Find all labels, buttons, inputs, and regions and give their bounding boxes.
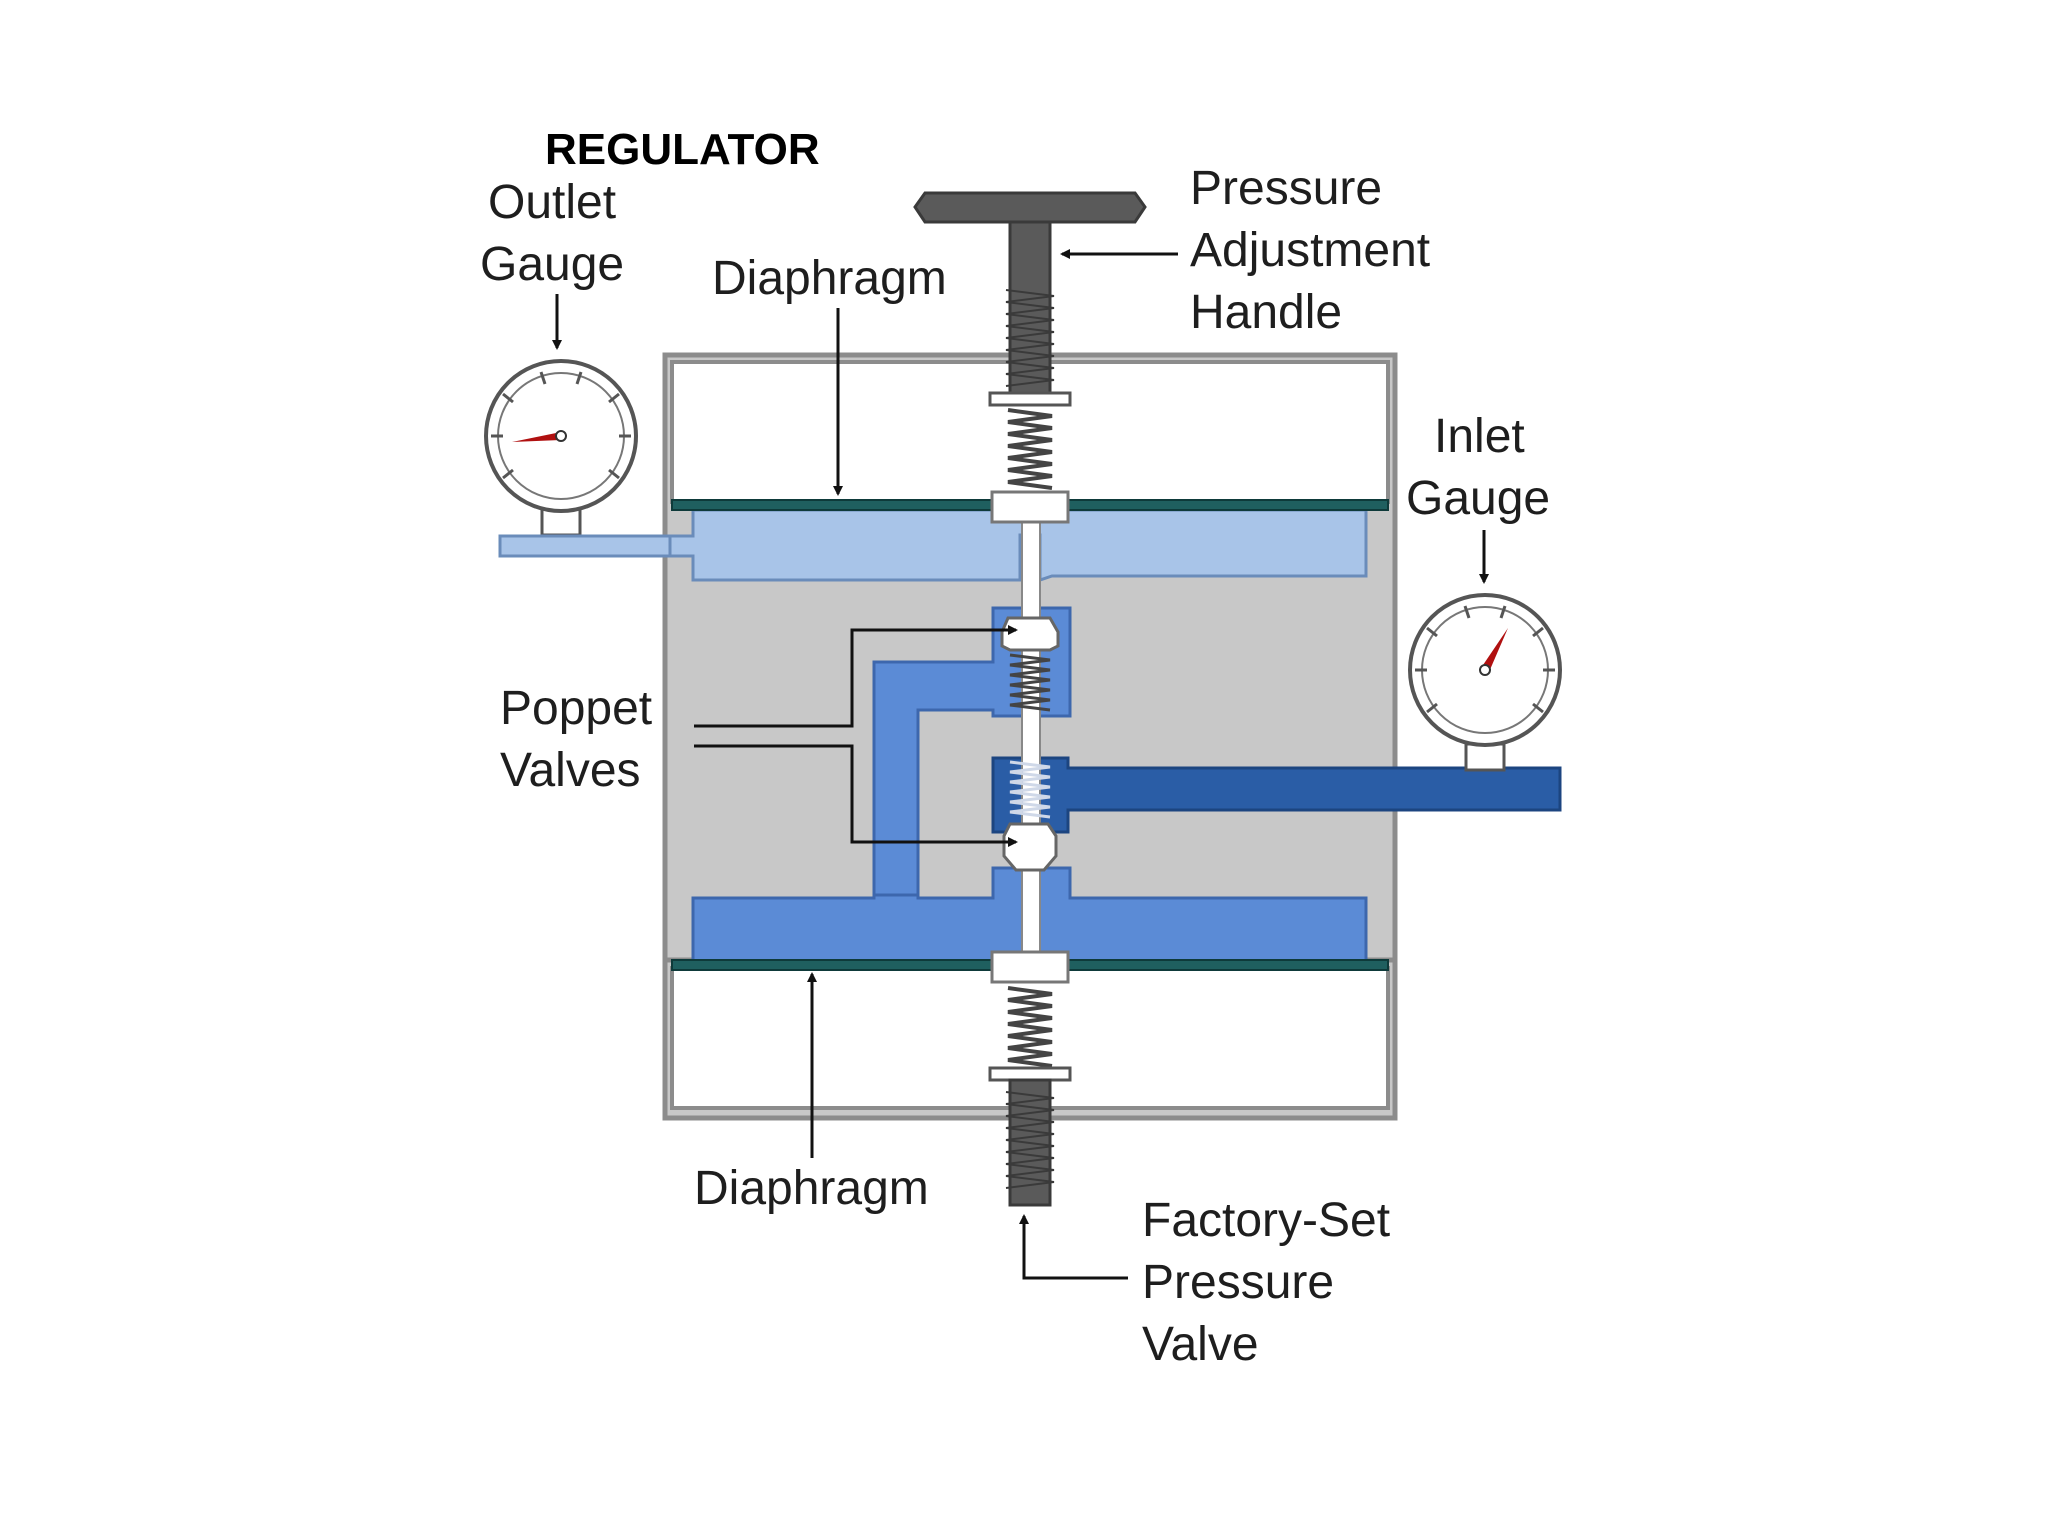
top-diaphragm-plate [990, 490, 1070, 524]
lower-poppet-valve-icon [1002, 760, 1058, 872]
outlet-pipe [498, 534, 672, 558]
handle-label-line1: Pressure [1190, 162, 1382, 215]
inlet-gauge-label-line1: Inlet [1434, 410, 1525, 463]
factory-set-valve-stem [988, 1066, 1072, 1207]
adjustment-handle-icon [913, 191, 1147, 407]
outlet-gauge-icon [484, 359, 638, 537]
factory-valve-label-line1: Factory-Set [1142, 1194, 1390, 1247]
lower-poppet-arrow [694, 744, 1018, 847]
poppet-valves-label-line1: Poppet [500, 682, 652, 735]
handle-label-line3: Handle [1190, 286, 1342, 339]
top-diaphragm-label: Diaphragm [712, 252, 947, 305]
factory-valve-arrow [1019, 1214, 1128, 1280]
inlet-gauge-icon [1408, 593, 1562, 772]
outlet-gauge-label-line2: Gauge [480, 238, 624, 291]
poppet-valves-label-line2: Valves [500, 744, 641, 797]
diagram-title: REGULATOR [545, 125, 820, 174]
outlet-gauge-label-line1: Outlet [488, 176, 616, 229]
factory-valve-label-line3: Valve [1142, 1318, 1259, 1371]
bottom-diaphragm-plate [990, 950, 1070, 984]
valve-stem [1021, 519, 1041, 961]
leader-lines [552, 249, 1489, 1280]
bottom-diaphragm-label: Diaphragm [694, 1162, 929, 1215]
bottom-spring-icon [1007, 986, 1053, 1068]
factory-valve-label-line2: Pressure [1142, 1256, 1334, 1309]
inlet-gauge-label-line2: Gauge [1406, 472, 1550, 525]
handle-label-line2: Adjustment [1190, 224, 1430, 277]
top-spring-icon [1007, 408, 1053, 490]
upper-poppet-arrow [694, 625, 1018, 728]
